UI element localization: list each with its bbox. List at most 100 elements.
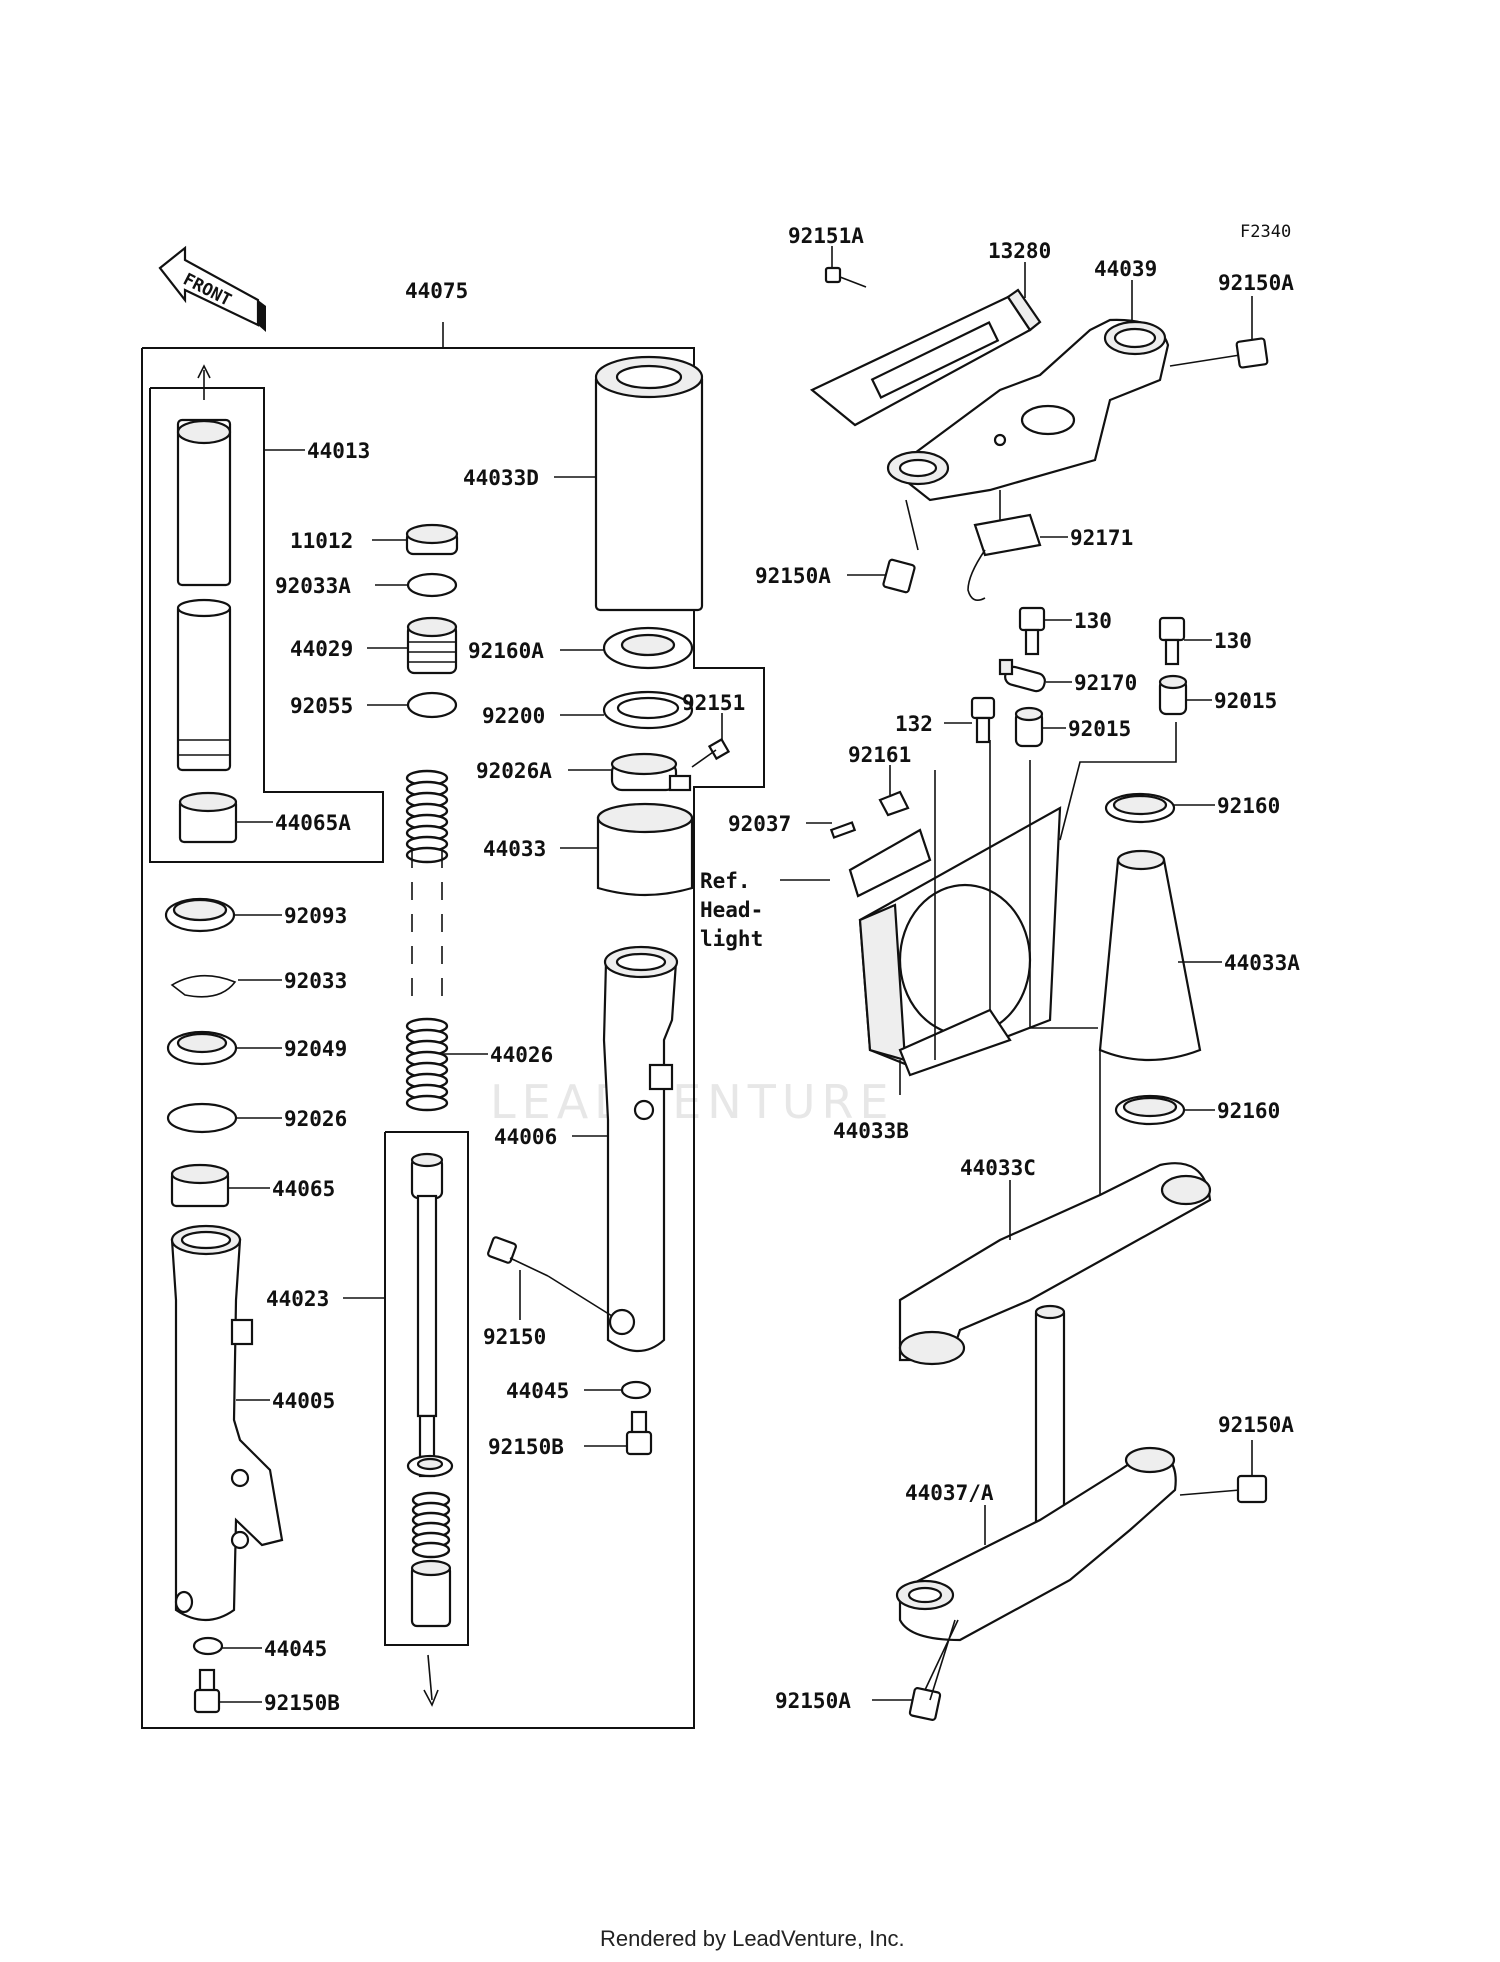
part-92093-label: 92093 [284, 904, 347, 928]
part-44065-label: 44065 [272, 1177, 335, 1201]
part-92170-clip [998, 658, 1046, 693]
part-92026A-label: 92026A [476, 759, 552, 783]
part-44033B-label: 44033B [833, 1119, 909, 1143]
part-92150A-right-bolt [1179, 1474, 1268, 1504]
part-44006-outer-tube [602, 945, 679, 1352]
part-44023-small-spring [411, 1491, 451, 1559]
part-44006-label: 44006 [494, 1125, 557, 1149]
part-44037A-label: 44037/A [905, 1481, 994, 1505]
part-132-label: 132 [895, 712, 933, 736]
part-92150A-top-label: 92150A [1218, 271, 1294, 295]
part-44045-left-label: 44045 [264, 1637, 327, 1661]
part-11012-cap [405, 523, 459, 556]
part-92150B-left-bolt [193, 1668, 221, 1714]
part-92161-label: 92161 [848, 743, 911, 767]
part-92026-washer [166, 1102, 238, 1134]
part-92026A-clamp [610, 752, 692, 792]
part-92033-circlip [170, 974, 237, 998]
part-92015-a-label: 92015 [1068, 717, 1131, 741]
part-92093-seal [164, 897, 236, 933]
part-92037-label: 92037 [728, 812, 791, 836]
part-130-a-label: 130 [1074, 609, 1112, 633]
part-44005-label: 44005 [272, 1389, 335, 1413]
part-44033D-cover-tube [594, 355, 704, 612]
part-44039-upper-bracket [886, 318, 1170, 502]
part-44033D-label: 44033D [463, 466, 539, 490]
part-44045-left-washer [192, 1636, 224, 1656]
part-44026-label: 44026 [490, 1043, 553, 1067]
part-44033A-cone-cover [1098, 849, 1202, 1062]
part-92055-label: 92055 [290, 694, 353, 718]
part-92171-label: 92171 [1070, 526, 1133, 550]
part-92151-screw [691, 737, 731, 768]
part-92150B-left-label: 92150B [264, 1691, 340, 1715]
figure-code: F2340 [1240, 222, 1291, 242]
part-92026-label: 92026 [284, 1107, 347, 1131]
part-13280-label: 13280 [988, 239, 1051, 263]
part-130-bolt-b [1158, 616, 1186, 666]
part-44033A-label: 44033A [1224, 951, 1300, 975]
part-44029-label: 44029 [290, 637, 353, 661]
part-92161-pad [878, 790, 910, 817]
part-44033C-lower-cover [898, 1162, 1212, 1366]
part-44075-label: 44075 [405, 279, 468, 303]
part-130-b-label: 130 [1214, 629, 1252, 653]
part-44026-spring [405, 769, 449, 864]
part-92170-label: 92170 [1074, 671, 1137, 695]
part-44065A-bushing [178, 791, 238, 844]
part-92049-seal [166, 1030, 238, 1066]
part-92015-collar-b [1158, 674, 1188, 716]
part-44023-label: 44023 [266, 1287, 329, 1311]
part-44033-cover [596, 802, 694, 897]
part-92015-collar-a [1014, 706, 1044, 748]
part-92151-label: 92151 [682, 691, 745, 715]
part-92049-label: 92049 [284, 1037, 347, 1061]
part-92033A-label: 92033A [275, 574, 351, 598]
part-92150-bolt [487, 1236, 613, 1317]
inner-tube-group-box [149, 387, 384, 863]
ref-note-line1: Ref. [700, 869, 751, 893]
part-92150B-mid-label: 92150B [488, 1435, 564, 1459]
part-92151A-screw [824, 266, 867, 288]
part-130-bolt-a [1018, 606, 1046, 656]
part-92055-oring [406, 691, 458, 719]
front-arrow-icon: FRONT [158, 245, 266, 332]
part-92160A-label: 92160A [468, 639, 544, 663]
part-44045-mid-washer [620, 1380, 652, 1400]
part-13280-plate [809, 288, 1042, 427]
part-44033B-headlight-bracket [848, 806, 1062, 1077]
part-92200-washer [602, 690, 694, 730]
part-92037-clip [829, 821, 857, 839]
part-44026-spring-lower [405, 1017, 449, 1112]
part-92151A-label: 92151A [788, 224, 864, 248]
part-92033A-ring [406, 572, 458, 598]
part-92160-ring-b [1114, 1094, 1186, 1126]
part-92150A-topleft-label: 92150A [755, 564, 831, 588]
part-11012-label: 11012 [290, 529, 353, 553]
part-92015-b-label: 92015 [1214, 689, 1277, 713]
part-92150A-right-label: 92150A [1218, 1413, 1294, 1437]
part-92200-label: 92200 [482, 704, 545, 728]
part-92150A-top-bolt [1169, 337, 1269, 369]
part-92160-ring-a [1104, 792, 1176, 824]
damper-rod-group-box [384, 1131, 469, 1646]
part-44013-label: 44013 [307, 439, 370, 463]
part-92160A-ring [602, 626, 694, 670]
part-92150-label: 92150 [483, 1325, 546, 1349]
part-92150A-topleft-bolt [882, 499, 919, 594]
part-44039-label: 44039 [1094, 257, 1157, 281]
part-44029-plug [406, 616, 458, 675]
part-132-bolt [970, 696, 996, 744]
part-92150A-bottom-bolt [908, 1619, 959, 1721]
part-44065A-label: 44065A [275, 811, 351, 835]
part-92150B-mid-bolt [625, 1410, 653, 1456]
part-44033-label: 44033 [483, 837, 546, 861]
part-44013-inner-tube [176, 418, 232, 772]
part-44065-bushing [170, 1163, 230, 1208]
part-92160-a-label: 92160 [1217, 794, 1280, 818]
part-92160-b-label: 92160 [1217, 1099, 1280, 1123]
part-44033C-label: 44033C [960, 1156, 1036, 1180]
part-44023-damper-rod [406, 1152, 454, 1628]
